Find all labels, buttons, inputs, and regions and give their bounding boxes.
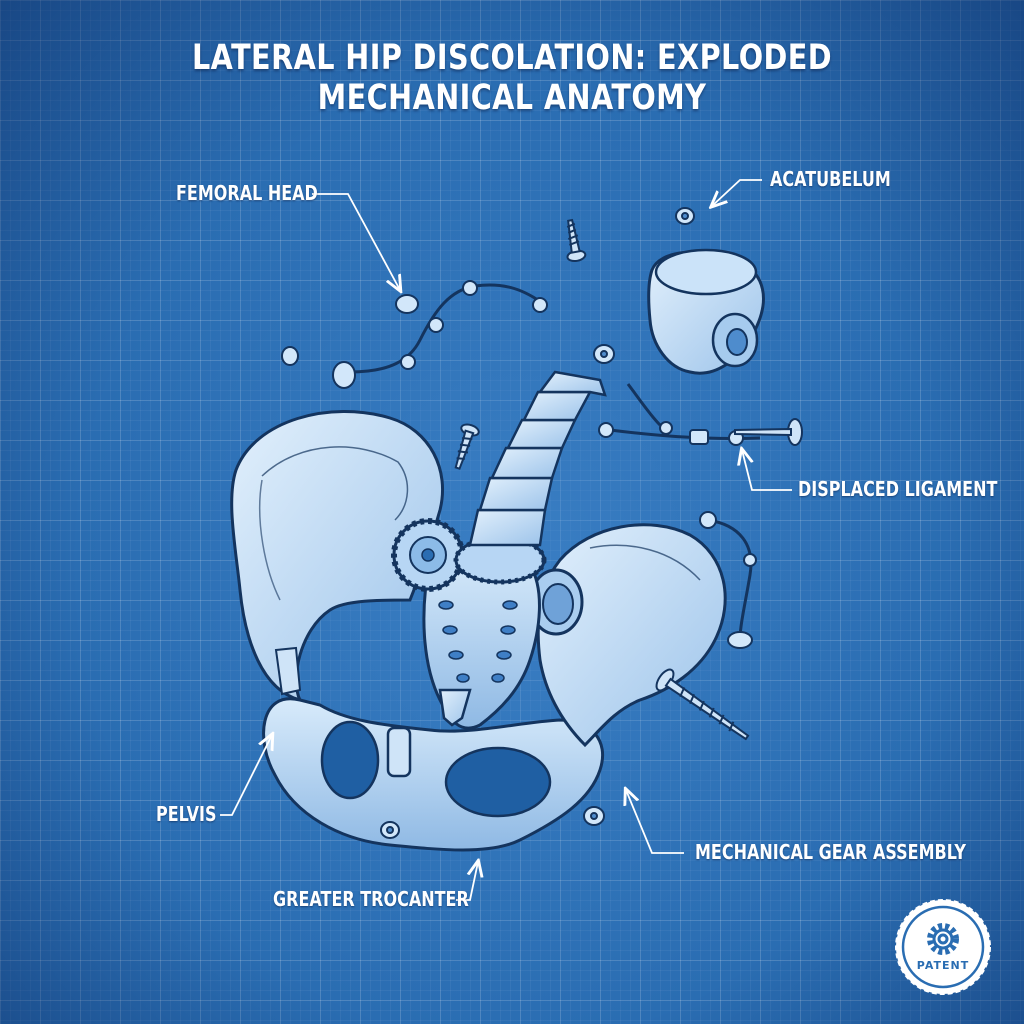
label-displaced-ligament: DISPLACED LIGAMENT bbox=[798, 477, 998, 501]
label-greater-trocanter: GREATER TROCANTER bbox=[273, 887, 469, 911]
loose-washers bbox=[281, 207, 695, 839]
patent-seal: PATENT bbox=[893, 897, 993, 997]
label-acatubelum: ACATUBELUM bbox=[770, 167, 891, 191]
gear-icon bbox=[927, 923, 959, 955]
label-femoral-head: FEMORAL HEAD bbox=[176, 181, 318, 205]
label-pelvis: PELVIS bbox=[156, 802, 217, 826]
label-mechanical-gear-assembly: MECHANICAL GEAR ASSEMBLY bbox=[695, 840, 966, 864]
leader-displaced-ligament bbox=[742, 450, 792, 491]
ligament-beads bbox=[332, 280, 757, 649]
leader-acatubelum bbox=[712, 179, 762, 206]
leader-pelvis bbox=[220, 735, 272, 816]
seal-text: PATENT bbox=[916, 959, 970, 972]
leader-femoral-head bbox=[312, 193, 400, 290]
acetabulum-cup bbox=[647, 248, 765, 375]
leader-lines bbox=[220, 179, 792, 901]
leader-greater-trocanter bbox=[456, 862, 478, 901]
patent-seal-graphic bbox=[895, 899, 991, 995]
gear-ring-left bbox=[391, 518, 465, 592]
segmented-column bbox=[453, 370, 607, 585]
screws bbox=[454, 218, 803, 741]
leader-gear-assembly bbox=[626, 790, 684, 854]
diagram-title: LATERAL HIP DISCOLATION: EXPLODED MECHAN… bbox=[191, 38, 833, 118]
pelvis-bone bbox=[230, 410, 727, 852]
